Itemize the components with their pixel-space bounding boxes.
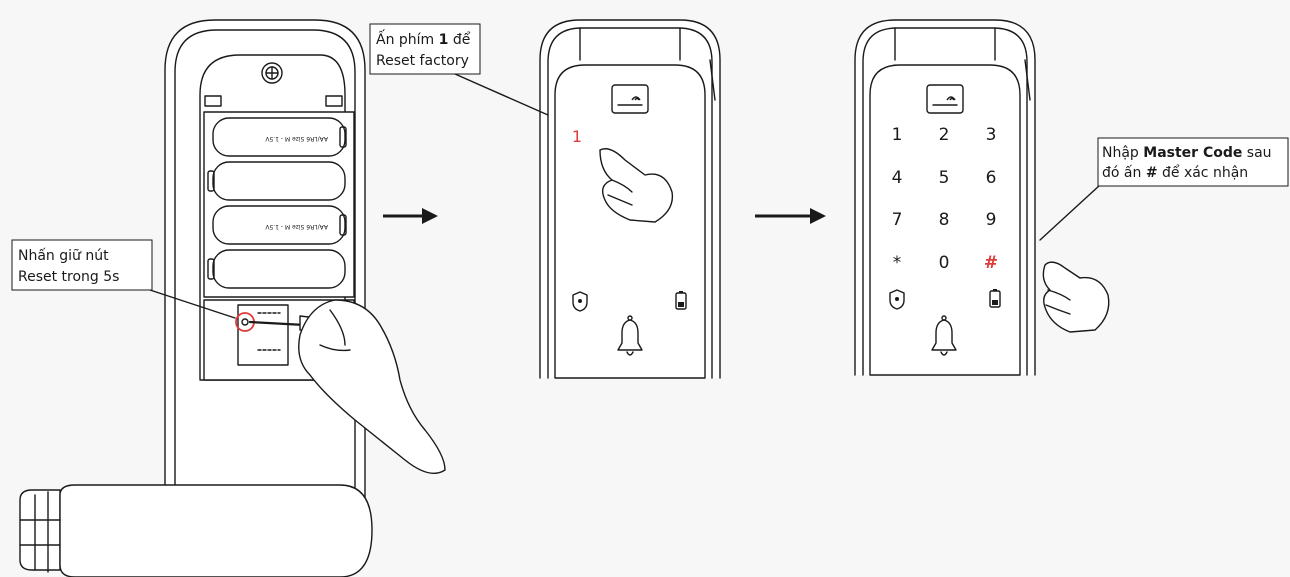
lever-handle <box>19 484 373 577</box>
shield-icon <box>572 291 588 312</box>
battery <box>207 249 346 289</box>
battery <box>207 161 346 201</box>
key-6[interactable]: 6 <box>986 168 997 188</box>
arrow-icon <box>383 208 438 224</box>
key-3[interactable]: 3 <box>986 125 997 145</box>
key-1[interactable]: 1 <box>892 125 903 145</box>
screw-icon <box>261 62 283 84</box>
reset-board <box>237 304 289 366</box>
callout-step2-line2: Reset factory <box>376 53 469 69</box>
fingerprint-reader-icon[interactable] <box>926 84 964 114</box>
key-0[interactable]: 0 <box>939 253 950 273</box>
callout-step1: Nhấn giữ nút Reset trong 5s <box>11 239 236 319</box>
callout-step2-line1: Ấn phím 1 để <box>376 29 471 48</box>
callout-step1-line1: Nhấn giữ nút <box>18 248 109 264</box>
step2-lock-front: 1 <box>539 19 721 379</box>
callout-step3-line1: Nhập Master Code sau <box>1102 145 1272 161</box>
arrow-icon <box>755 208 826 224</box>
key-5[interactable]: 5 <box>939 168 950 188</box>
hand-icon <box>1042 261 1110 333</box>
key-4[interactable]: 4 <box>892 168 903 188</box>
step1-lock-back: AA/LR6 Size M - 1.5V AA/LR6 Size M - 1.5… <box>19 19 446 577</box>
battery-label: AA/LR6 Size M - 1.5V <box>264 223 328 230</box>
bell-icon[interactable] <box>617 315 643 356</box>
battery-icon <box>675 291 687 310</box>
callout-step3: Nhập Master Code sau đó ấn # để xác nhận <box>1039 137 1289 241</box>
key-star[interactable]: * <box>893 253 902 273</box>
step3-lock-front: 1 2 3 4 5 6 7 8 9 * 0 # <box>854 19 1036 376</box>
key-hash[interactable]: # <box>984 253 998 273</box>
hand-icon <box>298 299 446 474</box>
key-2[interactable]: 2 <box>939 125 950 145</box>
callout-step3-line2: đó ấn # để xác nhận <box>1102 164 1248 181</box>
key-9[interactable]: 9 <box>986 210 997 230</box>
keypad: 1 2 3 4 5 6 7 8 9 * 0 # <box>892 125 999 273</box>
fingerprint-reader-icon[interactable] <box>611 84 649 114</box>
hand-icon <box>599 148 674 223</box>
battery-icon <box>989 289 1001 308</box>
callout-step2: Ấn phím 1 để Reset factory <box>369 23 549 116</box>
callout-step1-line2: Reset trong 5s <box>18 269 119 285</box>
shield-icon <box>889 289 905 310</box>
key-1-highlight[interactable]: 1 <box>572 127 582 146</box>
bell-icon[interactable] <box>931 315 957 356</box>
battery: AA/LR6 Size M - 1.5V <box>212 117 347 157</box>
battery-label: AA/LR6 Size M - 1.5V <box>264 135 328 142</box>
key-7[interactable]: 7 <box>892 210 903 230</box>
key-8[interactable]: 8 <box>939 210 950 230</box>
battery: AA/LR6 Size M - 1.5V <box>212 205 347 245</box>
